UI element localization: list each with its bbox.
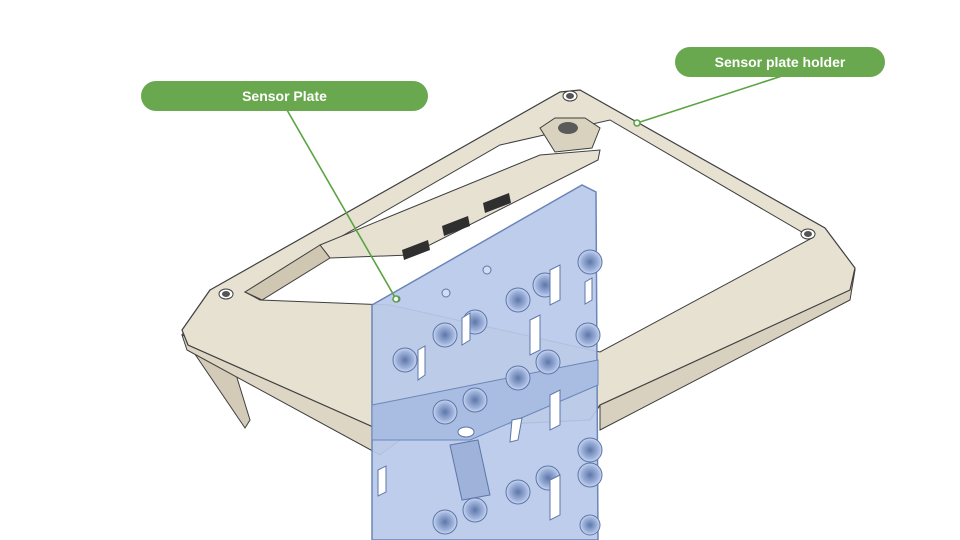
holder-slot <box>402 240 430 260</box>
sensor-plate-callout: Sensor Plate <box>141 81 428 111</box>
holder-left-web <box>243 244 331 301</box>
sensor-plate-holder-leader <box>636 75 783 124</box>
corner-hole <box>562 90 578 102</box>
holder-nut <box>539 117 601 153</box>
sensor-plate-cutouts <box>377 264 593 521</box>
sensor-plate-center-hole <box>457 426 475 438</box>
holder-slot <box>483 193 511 213</box>
callout-leader-lines <box>286 75 783 303</box>
corner-hole <box>218 288 234 300</box>
holder-slot <box>442 216 470 236</box>
sensor-plate <box>371 184 603 540</box>
corner-hole <box>800 228 816 240</box>
sensor-plate-leader <box>286 109 397 300</box>
sensor-plate-holder-callout: Sensor plate holder <box>675 47 885 77</box>
sensor-plate-center-boss <box>449 439 491 501</box>
holder-nut-hole <box>558 122 578 134</box>
sensor-ring-grid <box>392 249 603 536</box>
